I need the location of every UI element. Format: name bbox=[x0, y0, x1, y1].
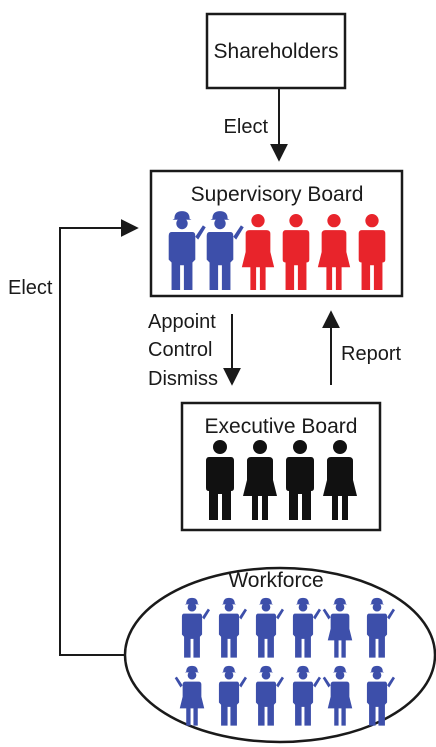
edge-shareholders-elect: Elect bbox=[224, 88, 288, 162]
edge-label-control: Control bbox=[148, 339, 212, 361]
edge-report: Report bbox=[322, 310, 401, 385]
executive-board-node: Executive Board bbox=[180, 401, 382, 532]
supervisory-board-node: Supervisory Board bbox=[149, 169, 404, 298]
edge-label-report: Report bbox=[341, 343, 401, 365]
shareholders-label: Shareholders bbox=[214, 40, 339, 63]
executive-board-label: Executive Board bbox=[205, 415, 358, 438]
supervisory-board-label: Supervisory Board bbox=[191, 183, 364, 206]
edge-label-appoint: Appoint bbox=[148, 311, 216, 333]
edge-label-elect-top: Elect bbox=[224, 116, 269, 138]
edge-label-elect-left: Elect bbox=[8, 277, 53, 299]
edge-label-dismiss: Dismiss bbox=[148, 368, 218, 390]
edge-workforce-elect: Elect bbox=[8, 219, 139, 656]
workforce-label: Workforce bbox=[228, 569, 323, 592]
shareholders-node: Shareholders bbox=[205, 12, 347, 90]
workforce-node: Workforce bbox=[123, 566, 436, 744]
edge-board-actions: Appoint Control Dismiss bbox=[148, 311, 241, 390]
